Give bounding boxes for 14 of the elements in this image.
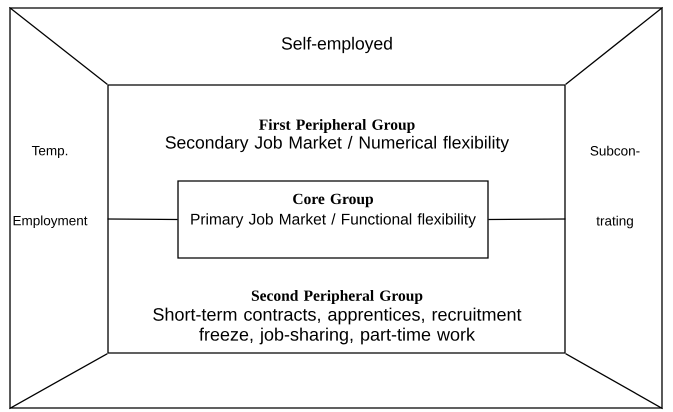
frame-box [9,7,663,409]
connector-line [107,218,178,220]
group-description: Primary Job Market / Functional flexibility [191,213,476,228]
group-heading: First Peripheral Group [259,118,415,133]
group-heading: Core Group [293,194,373,208]
connector-line [9,353,108,410]
group-description: Short-term contracts, apprentices, recruitment freeze, job-sharing, part-time work [153,308,522,344]
region-label: Subcon- trating [590,146,640,228]
region-label: Temp. Employment [14,146,88,228]
group-description: Secondary Job Market / Numerical flexibility [166,136,510,152]
connector-line [8,6,108,85]
region-label: Self-employed [282,36,392,54]
group-heading: Second Peripheral Group [252,290,422,304]
connector-line [488,218,566,220]
